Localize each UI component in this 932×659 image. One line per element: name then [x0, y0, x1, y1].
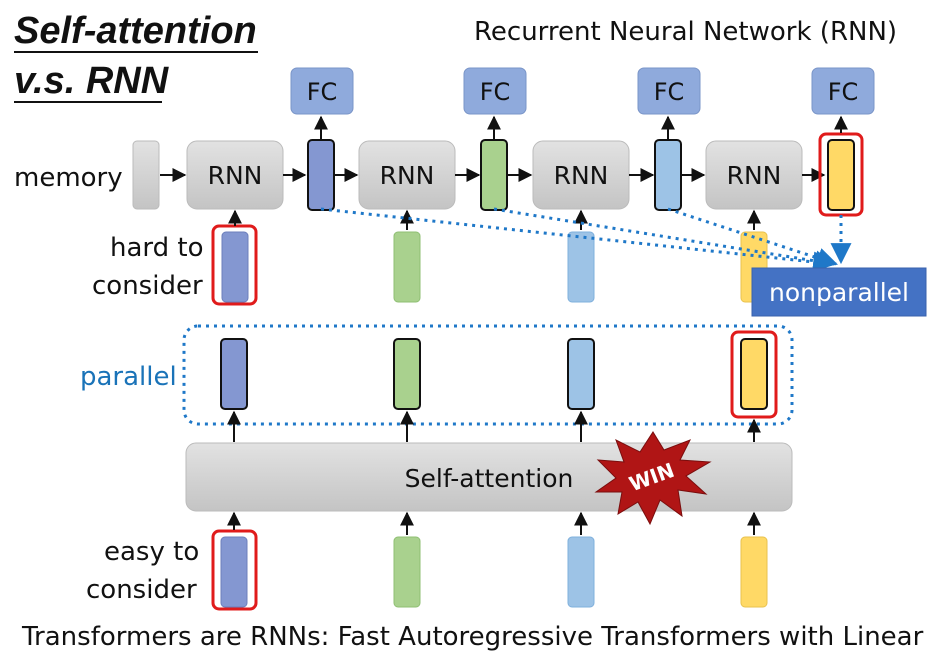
dep-arrow-2: [493, 207, 837, 272]
fc-label-1: FC: [307, 78, 338, 106]
fc-box-1: FC: [290, 67, 354, 115]
rnn-block-2: RNN: [358, 140, 456, 210]
fc-box-4: FC: [811, 67, 875, 115]
highlight-input-lower-1: [211, 529, 258, 611]
fc-label-4: FC: [828, 78, 859, 106]
dependency-arrows: [320, 207, 852, 273]
input-upper-3: [567, 231, 595, 303]
nonparallel-box: nonparallel: [751, 267, 927, 317]
sa-output-4: [740, 338, 768, 410]
sa-output-3: [567, 338, 595, 410]
caption: Transformers are RNNs: Fast Autoregressi…: [21, 622, 924, 652]
rnn-label-4: RNN: [727, 161, 782, 190]
hidden-state-4: [827, 139, 855, 211]
dep-arrow-1: [320, 207, 835, 273]
fc-label-3: FC: [654, 78, 685, 106]
title-line2: v.s. RNN: [14, 60, 170, 102]
hidden-state-1: [307, 139, 335, 211]
sa-output-1: [220, 338, 248, 410]
dep-arrow-3: [667, 207, 838, 269]
input-lower-4: [740, 536, 768, 608]
title-line1: Self-attention: [14, 10, 257, 52]
fc-label-2: FC: [480, 78, 511, 106]
rnn-label-2: RNN: [380, 161, 435, 190]
input-lower-3: [567, 536, 595, 608]
rnn-header: Recurrent Neural Network (RNN): [474, 17, 897, 47]
rnn-block-1: RNN: [186, 140, 284, 210]
highlight-sa-output-4: [730, 330, 778, 419]
input-upper-1: [221, 231, 249, 303]
fc-box-3: FC: [637, 67, 701, 115]
input-lower-1: [220, 536, 248, 608]
hidden-state-2: [480, 139, 508, 211]
rnn-block-4: RNN: [705, 140, 803, 210]
rnn-block-3: RNN: [532, 140, 630, 210]
self-attention-label: Self-attention: [405, 464, 574, 493]
input-lower-2: [393, 536, 421, 608]
fc-box-2: FC: [463, 67, 527, 115]
nonparallel-label: nonparallel: [769, 278, 909, 307]
hard-label-line1: hard to: [110, 233, 204, 263]
hard-label-line2: consider: [92, 271, 203, 301]
win-burst-icon: WIN: [594, 431, 712, 526]
self-attention-block: Self-attention: [185, 442, 793, 512]
parallel-label: parallel: [80, 362, 177, 392]
rnn-label-1: RNN: [208, 161, 263, 190]
input-upper-2: [393, 231, 421, 303]
parallel-region: [182, 324, 794, 426]
hidden-state-3: [654, 139, 682, 211]
sa-output-2: [393, 338, 421, 410]
memory-cell: [132, 140, 160, 210]
easy-label-line1: easy to: [104, 537, 199, 567]
rnn-label-3: RNN: [554, 161, 609, 190]
easy-label-line2: consider: [86, 575, 197, 605]
memory-label: memory: [14, 163, 123, 193]
